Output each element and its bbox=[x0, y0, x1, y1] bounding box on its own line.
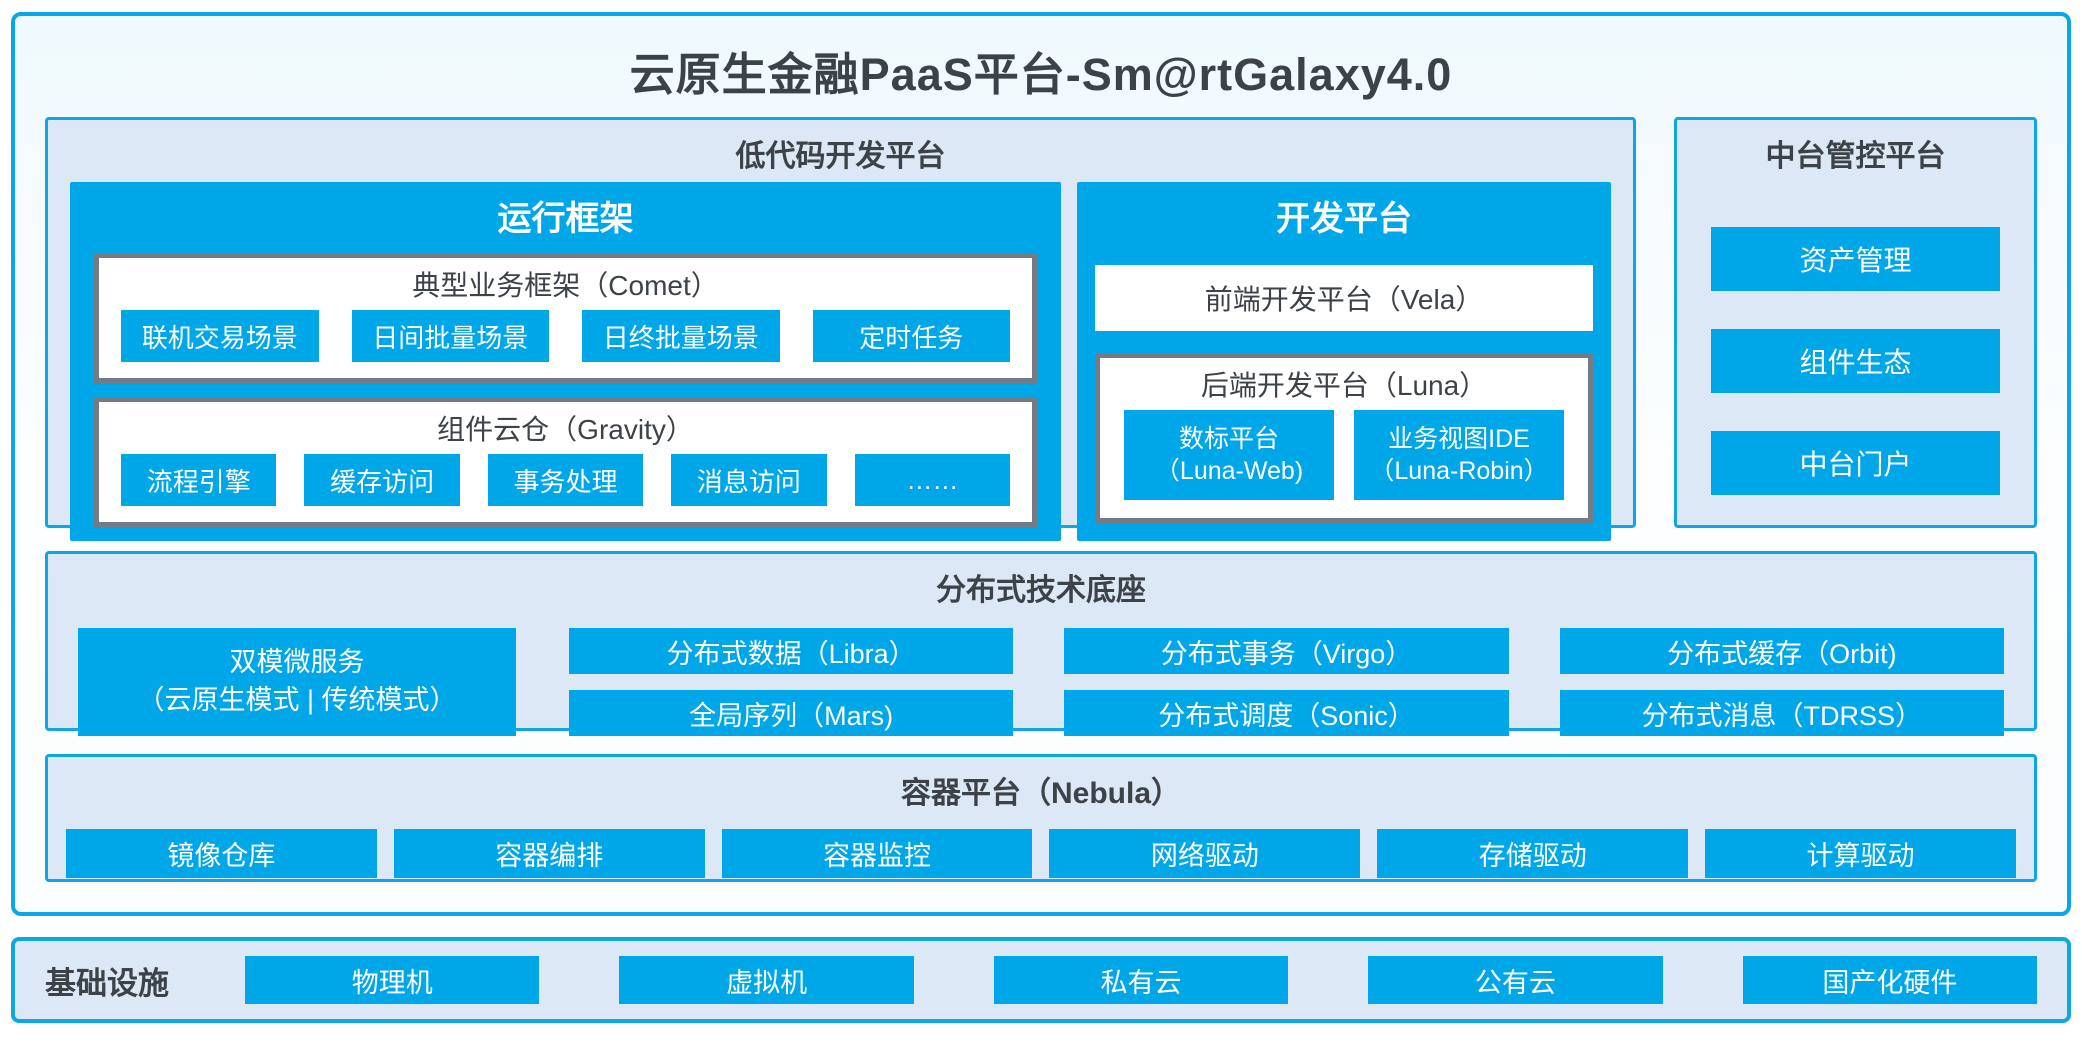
container-platform-panel: 容器平台（Nebula） 镜像仓库 容器编排 容器监控 网络驱动 存储驱动 计算… bbox=[45, 754, 2037, 882]
distributed-content: 双模微服务 （云原生模式 | 传统模式） 分布式数据（Libra） 分布式事务（… bbox=[48, 616, 2034, 736]
lowcode-platform-title: 低代码开发平台 bbox=[735, 140, 946, 173]
luna-item-line2: （Luna-Web) bbox=[1154, 457, 1304, 485]
luna-frame: 后端开发平台（Luna） 数标平台 （Luna-Web) 业务视图IDE （Lu… bbox=[1095, 353, 1593, 523]
gravity-item: …… bbox=[854, 454, 1011, 506]
distributed-item: 分布式调度（Sonic） bbox=[1064, 690, 1509, 736]
comet-frame-title: 典型业务框架（Comet） bbox=[412, 270, 719, 301]
midplatform-item: 资产管理 bbox=[1711, 227, 2000, 291]
midplatform-panel: 中台管控平台 资产管理 组件生态 中台门户 bbox=[1674, 117, 2037, 528]
vela-frontend-bar: 前端开发平台（Vela） bbox=[1095, 265, 1593, 331]
infrastructure-items: 物理机 虚拟机 私有云 公有云 国产化硬件 bbox=[245, 956, 2038, 1004]
lowcode-platform-panel: 低代码开发平台 运行框架 典型业务框架（Comet） 联机交易场景 日间批量场景… bbox=[45, 117, 1636, 541]
luna-items-row: 数标平台 （Luna-Web) 业务视图IDE （Luna-Robin） bbox=[1100, 410, 1588, 518]
distributed-item: 分布式数据（Libra） bbox=[569, 628, 1014, 674]
distributed-grid: 分布式数据（Libra） 分布式事务（Virgo） 分布式缓存（Orbit) 全… bbox=[569, 628, 2004, 736]
infrastructure-item: 物理机 bbox=[245, 956, 540, 1004]
luna-item-line1: 业务视图IDE bbox=[1388, 424, 1530, 453]
comet-item: 日终批量场景 bbox=[582, 310, 780, 362]
container-item: 网络驱动 bbox=[1049, 829, 1361, 878]
gravity-item: 流程引擎 bbox=[121, 454, 277, 506]
luna-item-line1: 数标平台 bbox=[1179, 424, 1280, 453]
runtime-framework-title: 运行框架 bbox=[497, 200, 634, 238]
container-item: 容器监控 bbox=[721, 829, 1033, 878]
top-row: 低代码开发平台 运行框架 典型业务框架（Comet） 联机交易场景 日间批量场景… bbox=[45, 117, 2037, 541]
platform-outer-frame: 云原生金融PaaS平台-Sm@rtGalaxy4.0 低代码开发平台 运行框架 … bbox=[11, 12, 2071, 916]
lowcode-content: 运行框架 典型业务框架（Comet） 联机交易场景 日间批量场景 日终批量场景 … bbox=[48, 182, 1633, 563]
comet-item: 日间批量场景 bbox=[351, 310, 550, 362]
luna-item: 业务视图IDE （Luna-Robin） bbox=[1354, 410, 1565, 500]
gravity-item: 缓存访问 bbox=[304, 454, 460, 506]
container-item: 容器编排 bbox=[393, 829, 705, 878]
container-item: 存储驱动 bbox=[1377, 829, 1689, 878]
dual-mode-line2: （云原生模式 | 传统模式） bbox=[137, 685, 457, 715]
infrastructure-item: 国产化硬件 bbox=[1742, 956, 2038, 1004]
comet-frame: 典型业务框架（Comet） 联机交易场景 日间批量场景 日终批量场景 定时任务 bbox=[94, 253, 1038, 383]
distributed-item: 分布式消息（TDRSS） bbox=[1559, 690, 2004, 736]
container-items-row: 镜像仓库 容器编排 容器监控 网络驱动 存储驱动 计算驱动 bbox=[48, 819, 2034, 878]
runtime-framework-section: 运行框架 典型业务框架（Comet） 联机交易场景 日间批量场景 日终批量场景 … bbox=[70, 182, 1062, 541]
luna-item: 数标平台 （Luna-Web) bbox=[1124, 410, 1335, 500]
luna-item-line2: （Luna-Robin） bbox=[1369, 457, 1549, 485]
dual-mode-line1: 双模微服务 bbox=[229, 647, 365, 678]
midplatform-item: 组件生态 bbox=[1711, 329, 2000, 393]
comet-items-row: 联机交易场景 日间批量场景 日终批量场景 定时任务 bbox=[99, 310, 1032, 378]
gravity-frame: 组件云仓（Gravity） 流程引擎 缓存访问 事务处理 消息访问 …… bbox=[94, 397, 1038, 527]
gravity-item: 事务处理 bbox=[487, 454, 644, 506]
infrastructure-item: 私有云 bbox=[993, 956, 1289, 1004]
infrastructure-item: 公有云 bbox=[1368, 956, 1663, 1004]
dev-platform-title: 开发平台 bbox=[1276, 200, 1413, 238]
distributed-base-panel: 分布式技术底座 双模微服务 （云原生模式 | 传统模式） 分布式数据（Libra… bbox=[45, 551, 2037, 736]
container-item: 计算驱动 bbox=[1705, 829, 2016, 878]
midplatform-title: 中台管控平台 bbox=[1765, 140, 1946, 173]
luna-frame-title: 后端开发平台（Luna） bbox=[1200, 370, 1488, 401]
midplatform-item: 中台门户 bbox=[1711, 431, 2000, 495]
gravity-frame-title: 组件云仓（Gravity） bbox=[437, 414, 694, 445]
infrastructure-title: 基础设施 bbox=[45, 965, 169, 1001]
infrastructure-panel: 基础设施 物理机 虚拟机 私有云 公有云 国产化硬件 bbox=[11, 937, 2071, 1023]
distributed-item: 全局序列（Mars) bbox=[569, 690, 1014, 736]
gravity-items-row: 流程引擎 缓存访问 事务处理 消息访问 …… bbox=[99, 454, 1032, 522]
distributed-item: 分布式事务（Virgo） bbox=[1064, 628, 1509, 674]
container-item: 镜像仓库 bbox=[66, 829, 377, 878]
comet-item: 联机交易场景 bbox=[121, 310, 319, 362]
container-platform-title: 容器平台（Nebula） bbox=[900, 777, 1182, 810]
distributed-base-title: 分布式技术底座 bbox=[936, 574, 1146, 607]
page-title: 云原生金融PaaS平台-Sm@rtGalaxy4.0 bbox=[629, 49, 1453, 100]
midplatform-items: 资产管理 组件生态 中台门户 bbox=[1677, 182, 2034, 495]
gravity-item: 消息访问 bbox=[671, 454, 827, 506]
dev-platform-section: 开发平台 前端开发平台（Vela） 后端开发平台（Luna） 数标平台 （Lun… bbox=[1077, 182, 1611, 541]
distributed-item: 分布式缓存（Orbit) bbox=[1559, 628, 2004, 674]
comet-item: 定时任务 bbox=[812, 310, 1011, 362]
dual-mode-microservice-box: 双模微服务 （云原生模式 | 传统模式） bbox=[78, 628, 516, 736]
infrastructure-item: 虚拟机 bbox=[619, 956, 914, 1004]
